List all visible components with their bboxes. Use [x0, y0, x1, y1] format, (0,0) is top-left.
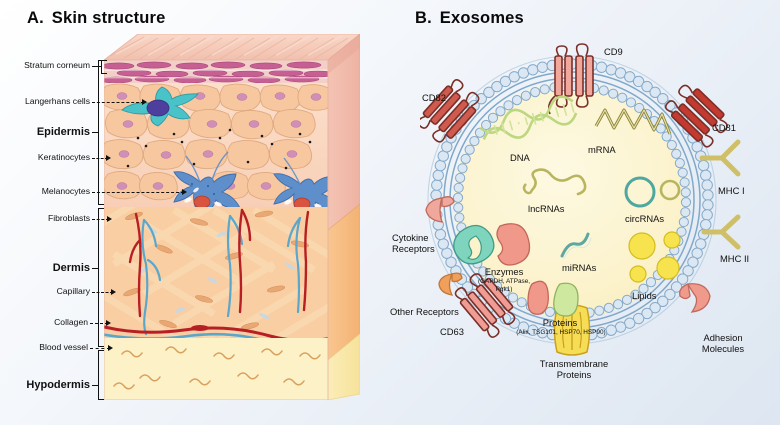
label-enzymes-sub-2: Pgk1): [495, 286, 513, 293]
skin-top-surface: [104, 34, 360, 61]
label-transmembrane-line1: Transmembrane: [539, 358, 609, 369]
label-mrna: mRNA: [588, 144, 616, 155]
mrna-strand: [594, 108, 672, 135]
label-stratum-corneum: Stratum corneum: [24, 60, 90, 70]
label-keratinocytes: Keratinocytes: [37, 152, 90, 162]
label-collagen: Collagen: [54, 317, 88, 327]
label-melanocytes: Melanocytes: [41, 186, 90, 196]
skin-block-illustration: [104, 34, 360, 400]
label-capillary: Capillary: [56, 286, 90, 296]
leader-capillary: [92, 292, 113, 293]
leader-melanocytes: [92, 192, 184, 193]
label-mirnas: miRNAs: [562, 262, 597, 273]
lipid-droplets: [628, 231, 681, 283]
arrow-melanocytes: [182, 189, 187, 195]
brace-dermis: [98, 208, 104, 347]
mhc-1-molecule: [699, 139, 741, 177]
leader-keratinocytes: [92, 158, 108, 159]
label-adhesion-line2: Molecules: [701, 343, 745, 354]
label-transmembrane-line2: Proteins: [556, 369, 592, 380]
label-cd82: CD82: [422, 92, 446, 103]
leader-fibroblasts: [92, 219, 109, 220]
langerhans-cell: [121, 86, 199, 127]
cd63-tetraspanin: [454, 273, 516, 338]
stratum-corneum-cells: [104, 61, 328, 83]
label-blood-vessel: Blood vessel: [39, 342, 88, 352]
label-dermis: Dermis: [52, 262, 90, 274]
arrow-keratinocytes: [106, 155, 111, 161]
label-enzymes-sub-1: (GAPDH, ATPase,: [477, 278, 531, 285]
label-adhesion-line1: Adhesion: [703, 332, 743, 343]
panel-a-title: A. Skin structure: [27, 9, 166, 28]
panel-a-title-text: Skin structure: [51, 9, 166, 27]
protein-molecules: [527, 280, 579, 317]
panel-b-letter: B.: [415, 9, 432, 27]
label-enzymes: Enzymes: [484, 266, 524, 277]
brace-stratum-corneum: [101, 60, 107, 75]
arrow-capillary: [111, 289, 116, 295]
label-cytokine-receptors-line1: Cytokine: [392, 232, 429, 243]
skin-side-face: [327, 34, 360, 400]
leader-collagen: [90, 323, 108, 324]
cd82-tetraspanin: [420, 79, 480, 143]
label-cd81: CD81: [712, 122, 736, 133]
label-proteins-sub: (Alix, TSG101, HSP70, HSP90): [516, 329, 606, 336]
label-proteins: Proteins: [542, 317, 578, 328]
panel-a-skin-structure: A. Skin structure: [24, 9, 360, 401]
dna-helix: [479, 95, 578, 140]
leader-hypodermis: [92, 385, 99, 387]
leader-dermis: [92, 268, 99, 270]
label-circrnas: circRNAs: [625, 213, 665, 224]
leader-blood-vessel: [90, 348, 110, 349]
label-cd63: CD63: [440, 326, 464, 337]
panel-b-exosomes: B. Exosomes: [390, 0, 780, 425]
exosome-illustration: DNA mRNA lncRNAs circRNAs miRNAs Enzymes…: [390, 40, 750, 380]
circrna-rings: [624, 176, 681, 208]
label-other-receptors: Other Receptors: [390, 306, 459, 317]
arrow-fibroblasts: [107, 216, 112, 222]
panel-b-title: B. Exosomes: [415, 9, 524, 28]
leader-epidermis: [92, 132, 99, 134]
hypodermis-layer: [113, 346, 321, 390]
other-receptor: [438, 272, 463, 296]
cd81-tetraspanin: [664, 84, 728, 148]
arrow-langerhans-cells: [142, 99, 147, 105]
transmembrane-protein: [553, 304, 591, 356]
label-lncrnas: lncRNAs: [528, 203, 565, 214]
leader-langerhans-cells: [92, 102, 144, 103]
melanocyte-cell-1: [173, 171, 240, 207]
label-fibroblasts: Fibroblasts: [47, 213, 90, 223]
label-hypodermis: Hypodermis: [26, 379, 90, 391]
melanocyte-cell-2: [273, 173, 328, 207]
mirna-strand: [560, 232, 592, 259]
arrow-blood-vessel: [108, 345, 113, 351]
panel-b-title-text: Exosomes: [439, 9, 524, 27]
adhesion-molecule: [679, 283, 711, 313]
dermis-layer: [104, 207, 328, 338]
label-epidermis: Epidermis: [36, 126, 90, 138]
panel-a-letter: A.: [27, 9, 44, 27]
label-langerhans-cells: Langerhans cells: [25, 96, 90, 106]
arrow-collagen: [106, 320, 111, 326]
label-cytokine-receptors-line2: Receptors: [392, 243, 435, 254]
label-lipids: Lipids: [632, 290, 657, 301]
label-cd9: CD9: [604, 46, 623, 57]
leader-stratum-corneum: [92, 66, 101, 68]
enzyme-molecules: [453, 223, 531, 266]
mhc-2-molecule: [701, 214, 741, 250]
lncrna-strand: [522, 168, 587, 196]
cytokine-receptor: [425, 196, 455, 223]
label-mhc-2: MHC II: [720, 253, 750, 264]
epidermis-cells: [104, 83, 328, 207]
label-mhc-1: MHC I: [718, 185, 745, 196]
label-dna: DNA: [510, 152, 530, 163]
brace-hypodermis: [98, 350, 104, 401]
